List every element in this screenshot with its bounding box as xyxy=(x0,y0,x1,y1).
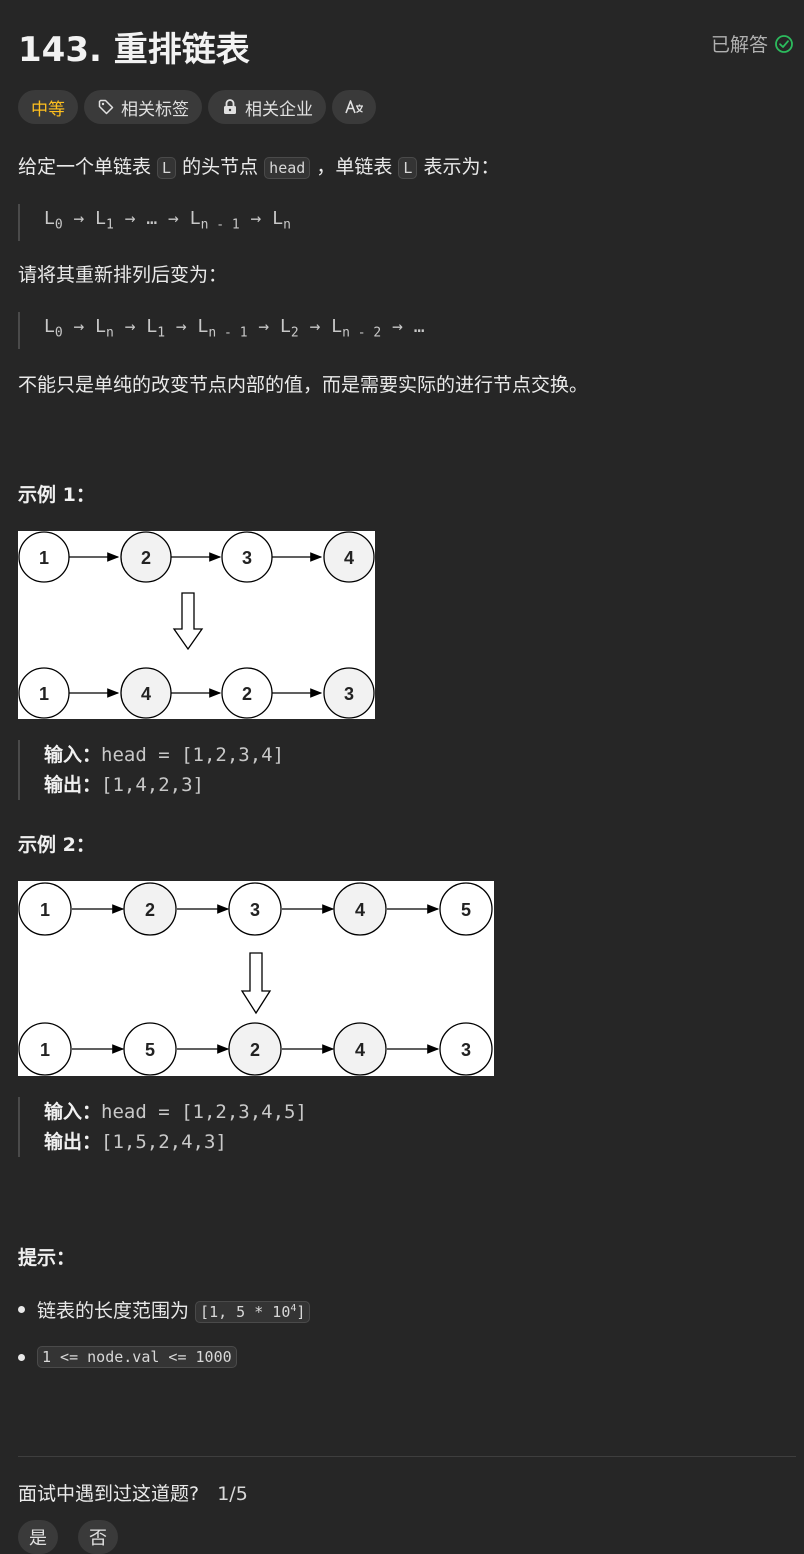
reordered-list-formula: L0 → Ln → L1 → Ln - 1 → L2 → Ln - 2 → … xyxy=(18,312,425,349)
tag-icon xyxy=(98,99,114,115)
node-label: 3 xyxy=(242,548,252,568)
bullet-dot xyxy=(18,1306,25,1313)
node-label: 2 xyxy=(250,1040,260,1060)
node-label: 4 xyxy=(355,900,365,920)
inline-code: L xyxy=(398,157,418,179)
input-value: head = [1,2,3,4] xyxy=(101,744,285,766)
example-1-io: 输入：head = [1,2,3,4] 输出：[1,4,2,3] xyxy=(18,740,284,800)
node-label: 4 xyxy=(355,1040,365,1060)
related-tags-button[interactable]: 相关标签 xyxy=(84,90,202,124)
node-label: 3 xyxy=(344,684,354,704)
output-label: 输出： xyxy=(44,1131,102,1153)
output-value: [1,4,2,3] xyxy=(101,774,204,796)
output-value: [1,5,2,4,3] xyxy=(101,1131,227,1153)
node-label: 1 xyxy=(39,548,49,568)
node-label: 2 xyxy=(242,684,252,704)
original-list-formula: L0 → L1 → … → Ln - 1 → Ln xyxy=(18,204,291,241)
node-label: 3 xyxy=(461,1040,471,1060)
solved-label: 已解答 xyxy=(710,34,768,56)
difficulty-badge: 中等 xyxy=(18,90,78,124)
example-2-bottom-row: 1 5 2 4 3 xyxy=(18,1022,493,1076)
node-label: 1 xyxy=(39,684,49,704)
description-line-2: 请将其重新排列后变为： xyxy=(18,264,228,286)
bullet-dot xyxy=(18,1353,25,1361)
interview-count: 1/5 xyxy=(217,1483,248,1505)
inline-code: L xyxy=(157,157,177,179)
related-tags-label: 相关标签 xyxy=(121,99,189,120)
example-2-io: 输入：head = [1,2,3,4,5] 输出：[1,5,2,4,3] xyxy=(18,1097,307,1157)
example-1-bottom-row: 1 4 2 3 xyxy=(18,667,375,719)
example-1-diagram: 1 2 3 4 1 4 2 3 xyxy=(18,531,375,719)
difficulty-label: 中等 xyxy=(31,99,65,120)
node-label: 2 xyxy=(141,548,151,568)
related-companies-button[interactable]: 相关企业 xyxy=(208,90,326,124)
hint-item: 链表的长度范围为 [1, 5 * 104] xyxy=(18,1296,311,1323)
input-label: 输入： xyxy=(44,1101,102,1123)
node-label: 1 xyxy=(40,900,50,920)
input-value: head = [1,2,3,4,5] xyxy=(101,1101,307,1123)
node-label: 3 xyxy=(250,900,260,920)
related-companies-label: 相关企业 xyxy=(245,99,313,120)
translate-button[interactable] xyxy=(332,90,376,124)
example-2-diagram: 1 2 3 4 5 1 5 2 4 3 xyxy=(18,881,494,1076)
node-label: 5 xyxy=(461,900,471,920)
check-circle-icon xyxy=(775,34,793,53)
page-title: 143. 重排链表 xyxy=(18,30,250,70)
no-button[interactable]: 否 xyxy=(78,1520,118,1554)
solved-status: 已解答 xyxy=(711,30,794,57)
tag-bar: 中等 相关标签 相关企业 xyxy=(18,90,376,124)
hint-item: 1 <= node.val <= 1000 xyxy=(18,1346,237,1368)
hints-heading: 提示： xyxy=(18,1247,76,1269)
output-label: 输出： xyxy=(44,774,102,796)
inline-code: head xyxy=(264,157,311,179)
divider xyxy=(18,1456,796,1457)
node-label: 1 xyxy=(40,1040,50,1060)
translate-icon xyxy=(345,100,363,114)
node-label: 4 xyxy=(344,548,354,568)
example-2-heading: 示例 2： xyxy=(18,834,95,856)
interview-question: 面试中遇到过这道题? 1/5 xyxy=(18,1483,248,1505)
description-line-1: 给定一个单链表 L 的头节点 head ，单链表 L 表示为： xyxy=(18,156,500,179)
inline-code: 1 <= node.val <= 1000 xyxy=(37,1346,237,1368)
example-2-top-row: 1 2 3 4 5 xyxy=(18,882,493,936)
example-1-top-row: 1 2 3 4 xyxy=(18,531,375,583)
example-1-heading: 示例 1： xyxy=(18,484,95,506)
node-label: 5 xyxy=(145,1040,155,1060)
description-line-3: 不能只是单纯的改变节点内部的值，而是需要实际的进行节点交换。 xyxy=(18,374,589,396)
yes-button[interactable]: 是 xyxy=(18,1520,58,1554)
node-label: 4 xyxy=(141,684,151,704)
lock-icon xyxy=(224,99,236,114)
input-label: 输入： xyxy=(44,744,102,766)
inline-code: [1, 5 * 104] xyxy=(195,1301,311,1323)
node-label: 2 xyxy=(145,900,155,920)
